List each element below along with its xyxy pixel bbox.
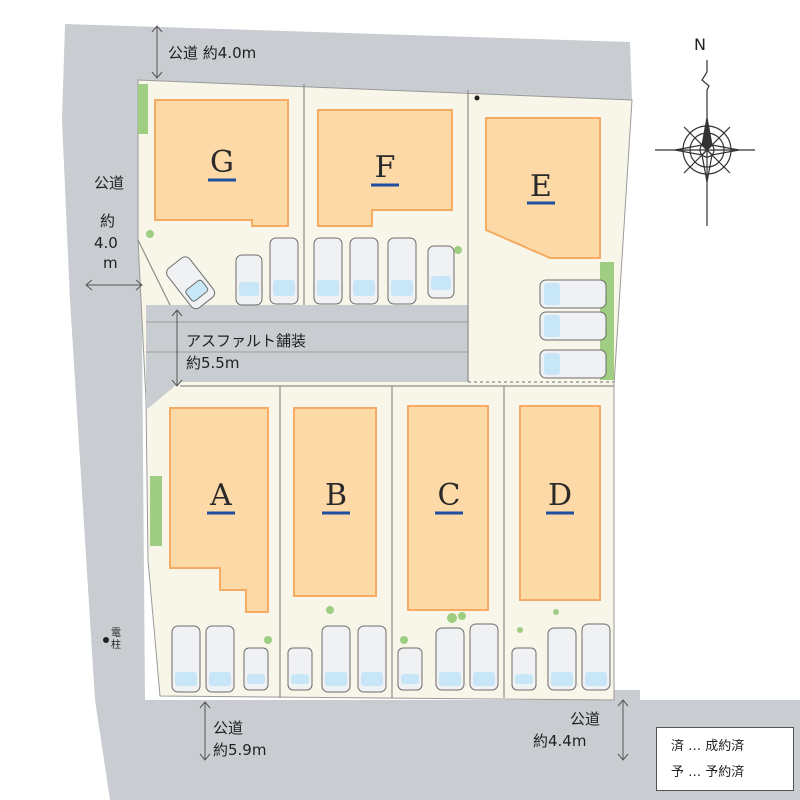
house-C bbox=[407, 405, 489, 611]
car-f4 bbox=[427, 245, 455, 299]
public-roads bbox=[62, 24, 800, 800]
north-compass: N bbox=[655, 35, 755, 226]
lot-labels: G F E A B C D bbox=[209, 145, 572, 513]
lot-label-B: B bbox=[325, 478, 347, 513]
compass-north-label: N bbox=[694, 35, 706, 54]
lot-underlines bbox=[207, 178, 574, 515]
inner-road bbox=[146, 305, 468, 410]
car-g2 bbox=[235, 254, 263, 306]
road-west-label-2: 約 bbox=[100, 212, 115, 230]
lot-label-G: G bbox=[210, 145, 234, 180]
legend-sold: 済 … 成約済 bbox=[671, 739, 745, 754]
road-south-label-1: 公道 bbox=[213, 719, 243, 737]
road-west-label-3: 4.0 bbox=[94, 234, 118, 252]
road-labels: 公道 約4.0m 公道 約 4.0 m アスファルト舗装 約5.5m 公道 約5… bbox=[94, 44, 600, 759]
house-footprints bbox=[154, 99, 601, 613]
lot-label-A: A bbox=[209, 478, 232, 513]
utility-pole-label-2: 柱 bbox=[111, 638, 121, 651]
legend-reserved: 予 … 予約済 bbox=[671, 765, 745, 780]
inner-road-label-1: アスファルト舗装 bbox=[186, 332, 306, 350]
house-D bbox=[519, 405, 601, 601]
road-southeast-label-1: 公道 bbox=[570, 710, 600, 728]
house-E bbox=[485, 117, 601, 259]
lot-label-C: C bbox=[438, 478, 461, 513]
road-west-label-4: m bbox=[103, 254, 118, 272]
road-southeast-label-2: 約4.4m bbox=[533, 732, 586, 750]
greenery bbox=[138, 84, 614, 644]
utility-pole-label-1: 電 bbox=[111, 627, 121, 639]
utility-pole: 電 柱 bbox=[103, 627, 121, 651]
house-A bbox=[169, 407, 269, 613]
house-F bbox=[317, 109, 453, 227]
car-g1 bbox=[166, 256, 216, 310]
legend-box: 済 … 成約済 予 … 予約済 bbox=[656, 727, 794, 791]
lot-label-F: F bbox=[375, 150, 396, 185]
road-south-label-2: 約5.9m bbox=[213, 741, 266, 759]
marker-dot bbox=[474, 95, 480, 101]
lot-boundaries bbox=[137, 84, 614, 698]
house-G bbox=[154, 99, 289, 227]
house-B bbox=[293, 407, 377, 597]
road-north-label: 公道 約4.0m bbox=[168, 44, 256, 62]
lot-label-E: E bbox=[530, 169, 552, 204]
car-windows bbox=[175, 276, 607, 686]
road-west-label-1: 公道 bbox=[94, 174, 124, 192]
lot-label-D: D bbox=[548, 478, 572, 513]
dimension-arrows bbox=[85, 25, 629, 761]
inner-road-label-2: 約5.5m bbox=[186, 354, 239, 372]
